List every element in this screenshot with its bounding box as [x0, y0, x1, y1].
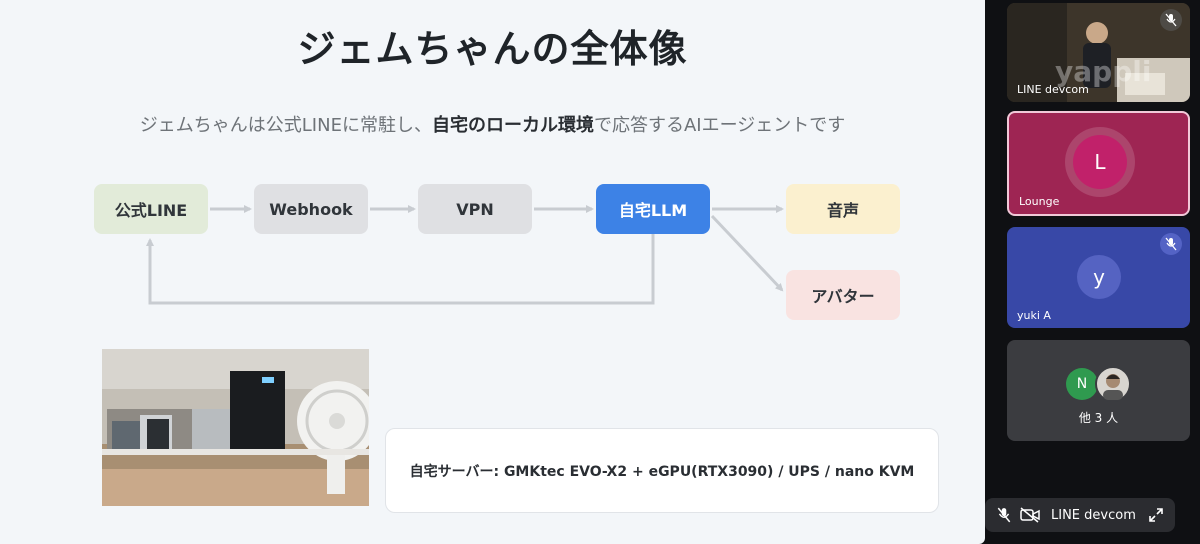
- avatar: N: [1066, 368, 1098, 400]
- camera-feed: [1007, 3, 1190, 102]
- participant-tile-lounge[interactable]: L Lounge: [1007, 111, 1190, 216]
- participant-tile-camera[interactable]: yappli LINE devcom: [1007, 3, 1190, 102]
- participant-tile-others[interactable]: N 他 3 人: [1007, 340, 1190, 441]
- self-view-bar[interactable]: LINE devcom: [985, 498, 1175, 532]
- participant-name: yuki A: [1017, 309, 1051, 322]
- others-count-label: 他 3 人: [1078, 411, 1119, 425]
- server-photo-drawing: [102, 349, 369, 506]
- participant-tile-yuki[interactable]: y yuki A: [1007, 227, 1190, 328]
- node-vpn: VPN: [418, 184, 532, 234]
- expand-icon[interactable]: [1143, 502, 1169, 528]
- mic-off-icon[interactable]: [991, 502, 1017, 528]
- avatar: L: [1073, 135, 1127, 189]
- camera-off-icon[interactable]: [1017, 502, 1043, 528]
- camera-watermark: yappli: [1055, 55, 1152, 88]
- node-avatar: アバター: [786, 270, 900, 320]
- node-webhook: Webhook: [254, 184, 368, 234]
- participant-name: LINE devcom: [1017, 83, 1089, 96]
- arrow-llm-to-avatar: [710, 214, 784, 292]
- presentation-slide: ジェムちゃんの全体像 ジェムちゃんは公式LINEに常駐し、自宅のローカル環境で応…: [0, 0, 985, 544]
- mic-off-icon: [1160, 233, 1182, 255]
- subtitle-bold: 自宅のローカル環境: [431, 115, 594, 136]
- slide-subtitle: ジェムちゃんは公式LINEに常駐し、自宅のローカル環境で応答するAIエージェント…: [0, 111, 985, 137]
- node-voice: 音声: [786, 184, 900, 234]
- mic-off-icon: [1160, 9, 1182, 31]
- arrow-llm-return-to-line: [146, 234, 655, 305]
- avatar-photo: [1095, 366, 1131, 402]
- subtitle-post: で応答するAIエージェントです: [593, 115, 846, 136]
- self-name: LINE devcom: [1051, 507, 1136, 523]
- avatar: y: [1077, 255, 1121, 299]
- node-home-llm: 自宅LLM: [596, 184, 710, 234]
- node-official-line: 公式LINE: [94, 184, 208, 234]
- avatar-halo: L: [1065, 127, 1135, 197]
- slide-title: ジェムちゃんの全体像: [297, 27, 688, 71]
- server-spec-box: 自宅サーバー: GMKtec EVO-X2 + eGPU(RTX3090) / …: [385, 428, 939, 513]
- flow-diagram: [146, 205, 784, 305]
- subtitle-pre: ジェムちゃんは公式LINEに常駐し、: [139, 115, 432, 136]
- server-photo: [102, 349, 369, 506]
- participant-name: Lounge: [1019, 195, 1060, 208]
